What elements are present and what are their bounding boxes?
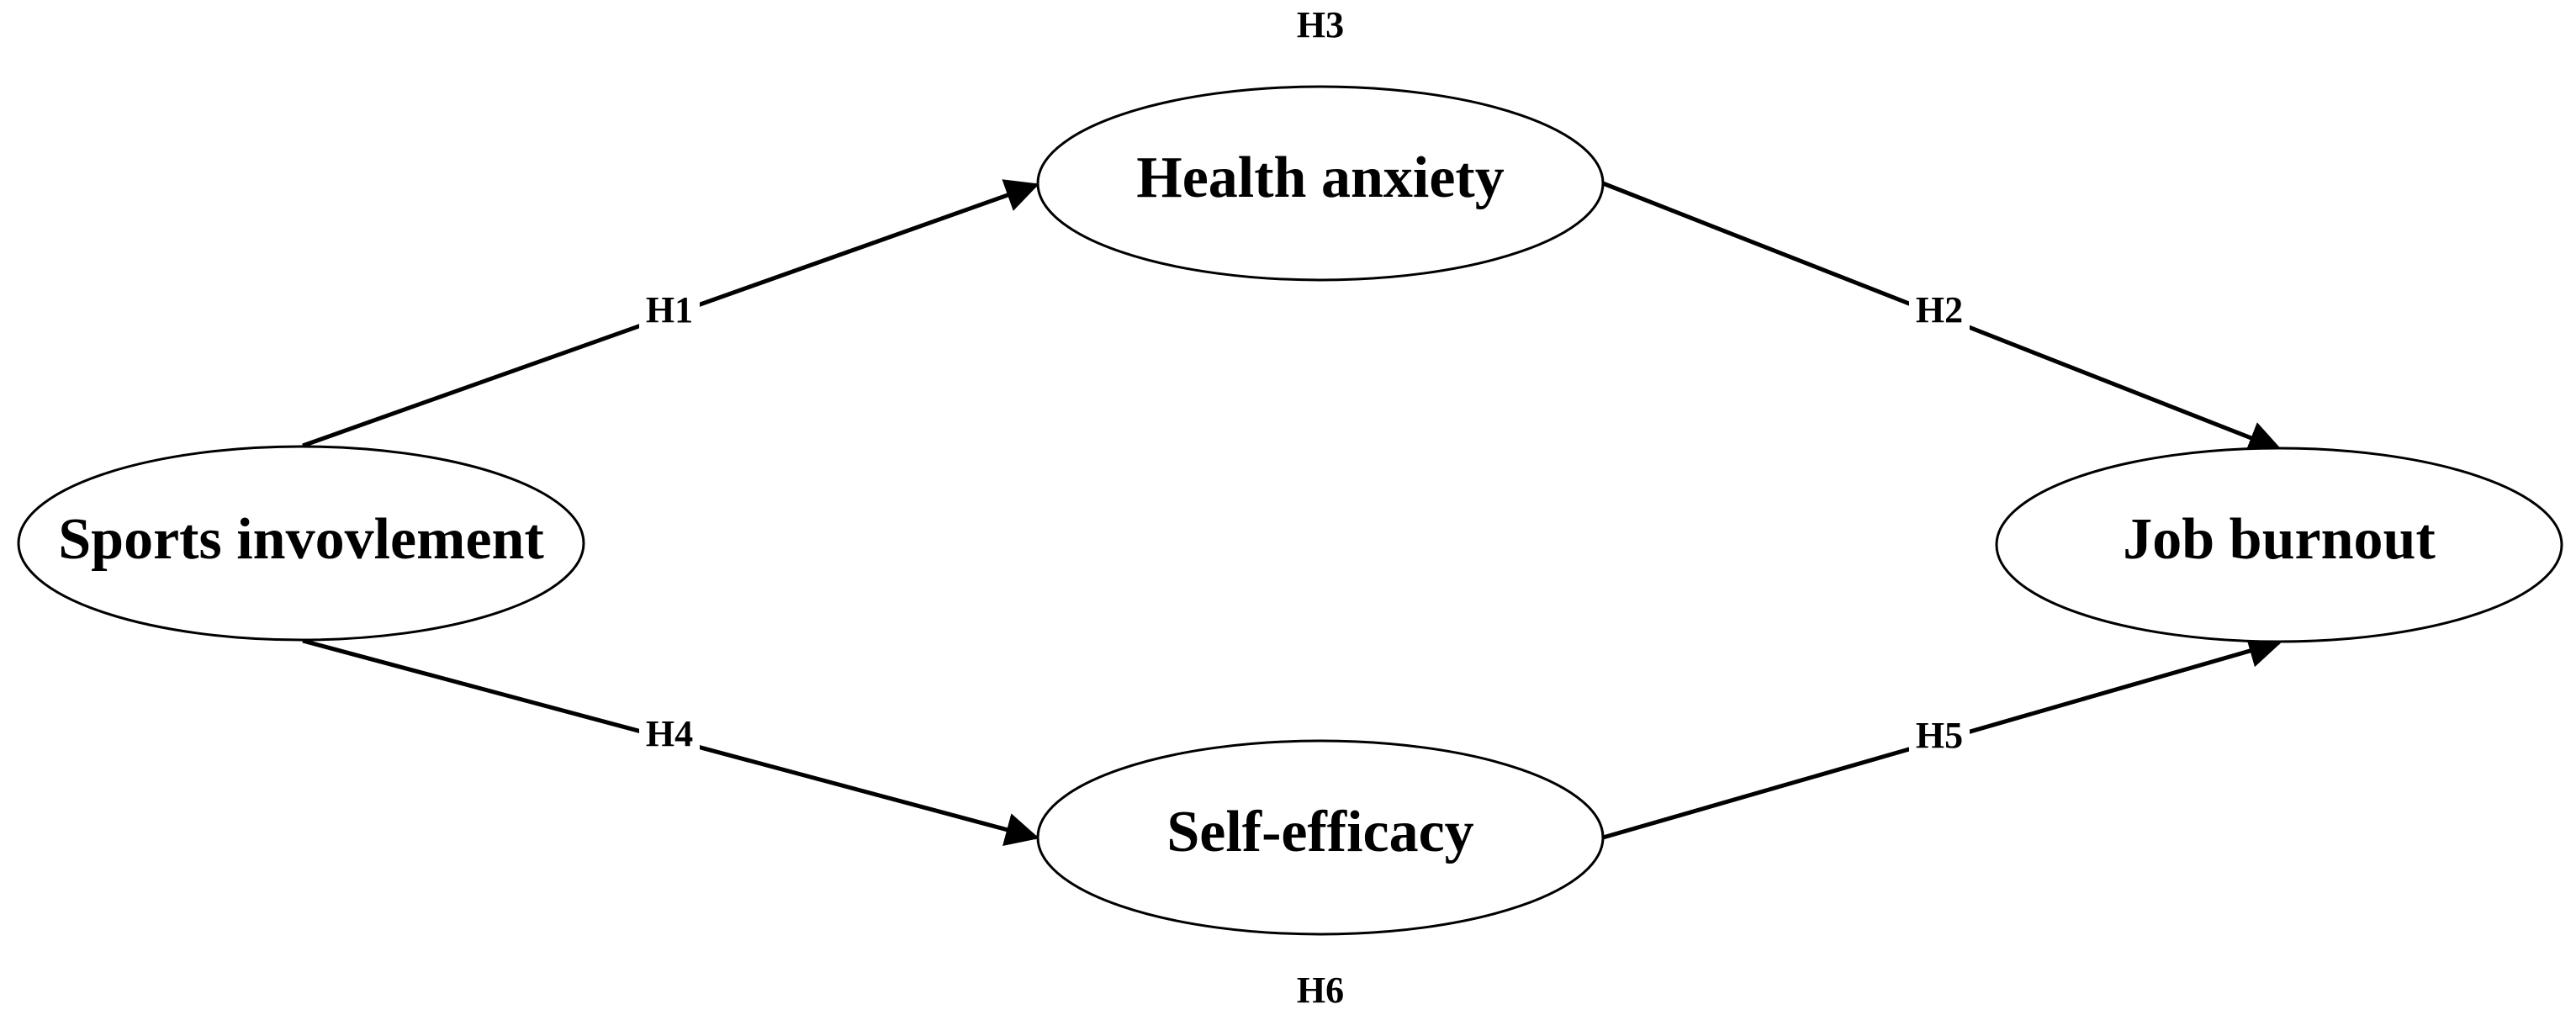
edge-h2: H2: [1602, 181, 2282, 454]
node-label-self-efficacy: Self-efficacy: [1166, 800, 1473, 864]
edge-h4: H4: [302, 638, 1039, 846]
edge-label-bg-h2: [1909, 288, 1970, 337]
edge-label-bg-h5: [1909, 714, 1970, 763]
edge-label-h4: H4: [646, 713, 693, 754]
edge-label-h5: H5: [1916, 715, 1963, 756]
edge-h1: H1: [302, 179, 1039, 448]
node-label-sports-involvement: Sports invovlement: [58, 507, 544, 572]
node-ellipse-health-anxiety: [1036, 85, 1605, 282]
edge-label-h2: H2: [1916, 289, 1963, 330]
node-ellipse-self-efficacy: [1036, 739, 1605, 936]
node-self-efficacy: Self-efficacy: [1036, 739, 1605, 936]
node-sports-involvement: Sports invovlement: [17, 445, 585, 642]
mediation-label-h6: H6: [1297, 970, 1344, 1011]
node-ellipse-job-burnout: [1995, 447, 2563, 643]
node-health-anxiety: Health anxiety: [1036, 85, 1605, 282]
mediation-label-h3: H3: [1297, 4, 1344, 45]
edge-label-bg-h4: [639, 712, 700, 761]
node-job-burnout: Job burnout: [1995, 447, 2563, 643]
node-ellipse-sports-involvement: [17, 445, 585, 642]
edge-label-h1: H1: [646, 289, 693, 330]
node-label-health-anxiety: Health anxiety: [1136, 145, 1504, 210]
edge-h5: H5: [1602, 634, 2282, 840]
edge-label-bg-h1: [639, 288, 700, 337]
node-label-job-burnout: Job burnout: [2123, 507, 2436, 572]
